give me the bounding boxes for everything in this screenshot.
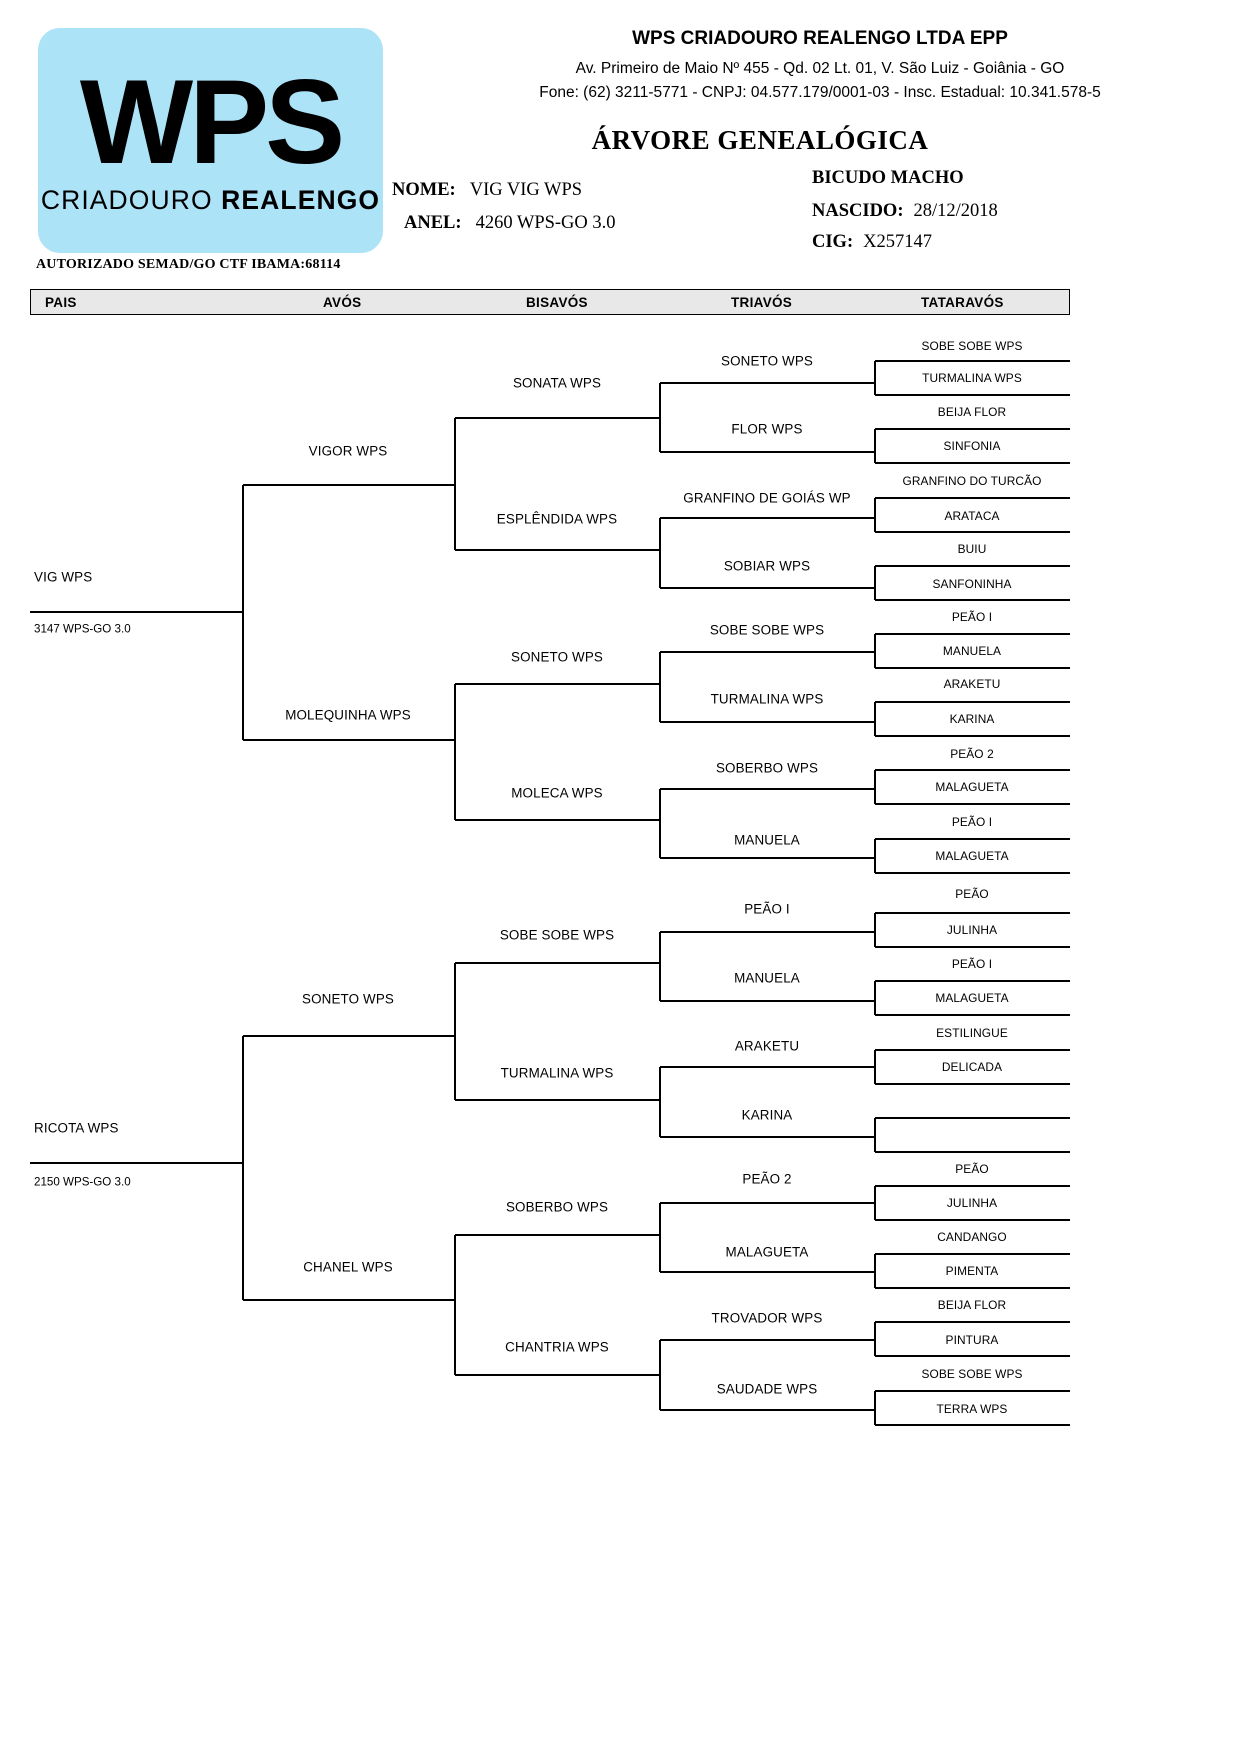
node-bisavos-1: ESPLÊNDIDA WPS (493, 511, 621, 527)
node-triavos-14: TROVADOR WPS (708, 1310, 826, 1326)
node-tataravos-29: PINTURA (945, 1333, 999, 1347)
column-header-pais: PAIS (45, 295, 77, 310)
node-tataravos-19: MALAGUETA (935, 991, 1009, 1005)
page-title: ÁRVORE GENEALÓGICA (591, 125, 929, 155)
generation-header-bar: PAIS AVÓS BISAVÓS TRIAVÓS TATARAVÓS (30, 289, 1070, 315)
field-cig-label: CIG: (812, 232, 854, 252)
node-bisavos-2: SONETO WPS (507, 649, 607, 665)
node-triavos-7: MANUELA (731, 832, 803, 848)
node-bisavos-3: MOLECA WPS (508, 785, 606, 801)
node-triavos-11: KARINA (738, 1107, 796, 1123)
company-contact-line: Fone: (62) 3211-5771 - CNPJ: 04.577.179/… (539, 84, 1101, 101)
node-tataravos-15: MALAGUETA (935, 849, 1009, 863)
node-triavos-13: MALAGUETA (722, 1244, 812, 1260)
field-species-sex: BICUDO MACHO (812, 168, 964, 188)
node-tataravos-26: CANDANGO (937, 1230, 1007, 1244)
node-triavos-5: TURMALINA WPS (707, 691, 827, 707)
node-tataravos-7: SANFONINHA (932, 577, 1012, 591)
node-pais-0-ring: 3147 WPS-GO 3.0 (34, 622, 131, 636)
logo-wordmark: WPS (79, 55, 345, 189)
node-tataravos-28: BEIJA FLOR (937, 1298, 1007, 1312)
field-anel: ANEL: 4260 WPS-GO 3.0 (404, 213, 616, 234)
company-logo: WPS CRIADOURO REALENGO (38, 28, 383, 253)
node-avos-1: MOLEQUINHA WPS (282, 707, 414, 723)
node-tataravos-31: TERRA WPS (936, 1402, 1008, 1416)
authorization-text: AUTORIZADO SEMAD/GO CTF IBAMA:68114 (36, 257, 341, 272)
field-nome-value: VIG VIG WPS (469, 180, 583, 200)
logo-subtitle-bold: REALENGO (221, 185, 381, 215)
node-bisavos-4: SOBE SOBE WPS (496, 927, 618, 943)
logo-subtitle-thin: CRIADOURO (40, 185, 222, 215)
field-nascido: NASCIDO: 28/12/2018 (812, 201, 998, 222)
column-header-triavos: TRIAVÓS (731, 295, 793, 310)
node-triavos-3: SOBIAR WPS (720, 558, 814, 574)
node-triavos-1: FLOR WPS (728, 421, 806, 437)
field-cig-value: X257147 (863, 232, 932, 252)
node-tataravos-18: PEÃO I (951, 957, 993, 971)
node-tataravos-0: SOBE SOBE WPS (921, 339, 1023, 353)
node-tataravos-16: PEÃO (955, 887, 989, 901)
node-tataravos-11: KARINA (949, 712, 995, 726)
field-nome-label: NOME: (392, 180, 456, 200)
field-nascido-value: 28/12/2018 (913, 201, 998, 221)
logo-subtitle: CRIADOURO REALENGO (41, 185, 380, 216)
node-tataravos-27: PIMENTA (945, 1264, 999, 1278)
node-bisavos-7: CHANTRIA WPS (502, 1339, 612, 1355)
node-tataravos-1: TURMALINA WPS (922, 371, 1022, 385)
node-triavos-0: SONETO WPS (717, 353, 817, 369)
node-triavos-4: SOBE SOBE WPS (706, 622, 828, 638)
field-cig: CIG: X257147 (812, 232, 932, 253)
column-header-tataravos: TATARAVÓS (921, 295, 1004, 310)
node-tataravos-3: SINFONIA (943, 439, 1001, 453)
node-tataravos-24: PEÃO (955, 1162, 989, 1176)
node-tataravos-9: MANUELA (942, 644, 1002, 658)
company-address-line1: Av. Primeiro de Maio Nº 455 - Qd. 02 Lt.… (575, 60, 1065, 77)
node-tataravos-25: JULINHA (946, 1196, 998, 1210)
node-triavos-2: GRANFINO DE GOIÁS WP (680, 490, 854, 506)
node-bisavos-5: TURMALINA WPS (497, 1065, 617, 1081)
node-pais-1: RICOTA WPS (34, 1120, 119, 1136)
node-pais-1-ring: 2150 WPS-GO 3.0 (34, 1175, 131, 1189)
node-triavos-12: PEÃO 2 (739, 1171, 795, 1187)
node-tataravos-6: BUIU (957, 542, 987, 556)
node-tataravos-8: PEÃO I (951, 610, 993, 624)
node-tataravos-13: MALAGUETA (935, 780, 1009, 794)
node-triavos-10: ARAKETU (731, 1038, 803, 1054)
node-tataravos-17: JULINHA (946, 923, 998, 937)
node-tataravos-30: SOBE SOBE WPS (921, 1367, 1023, 1381)
column-header-bisavos: BISAVÓS (526, 295, 588, 310)
field-nome: NOME: VIG VIG WPS (392, 180, 582, 201)
node-bisavos-6: SOBERBO WPS (502, 1199, 612, 1215)
node-tataravos-10: ARAKETU (943, 677, 1001, 691)
node-triavos-15: SAUDADE WPS (713, 1381, 821, 1397)
node-tataravos-20: ESTILINGUE (936, 1026, 1008, 1040)
column-header-avos: AVÓS (323, 295, 362, 310)
node-tataravos-2: BEIJA FLOR (937, 405, 1007, 419)
node-tataravos-4: GRANFINO DO TURCÃO (902, 474, 1042, 488)
field-anel-label: ANEL: (404, 213, 462, 233)
node-avos-3: CHANEL WPS (300, 1259, 396, 1275)
node-avos-0: VIGOR WPS (305, 443, 391, 459)
node-avos-2: SONETO WPS (298, 991, 398, 1007)
node-bisavos-0: SONATA WPS (509, 375, 605, 391)
field-anel-value: 4260 WPS-GO 3.0 (475, 213, 616, 233)
company-name: WPS CRIADOURO REALENGO LTDA EPP (632, 28, 1008, 49)
node-tataravos-5: ARATACA (944, 509, 1000, 523)
node-triavos-8: PEÃO I (741, 901, 793, 917)
node-triavos-9: MANUELA (731, 970, 803, 986)
node-triavos-6: SOBERBO WPS (712, 760, 822, 776)
node-pais-0: VIG WPS (34, 569, 93, 585)
field-nascido-label: NASCIDO: (812, 201, 904, 221)
node-tataravos-12: PEÃO 2 (950, 747, 994, 761)
node-tataravos-14: PEÃO I (951, 815, 993, 829)
node-tataravos-21: DELICADA (941, 1060, 1003, 1074)
